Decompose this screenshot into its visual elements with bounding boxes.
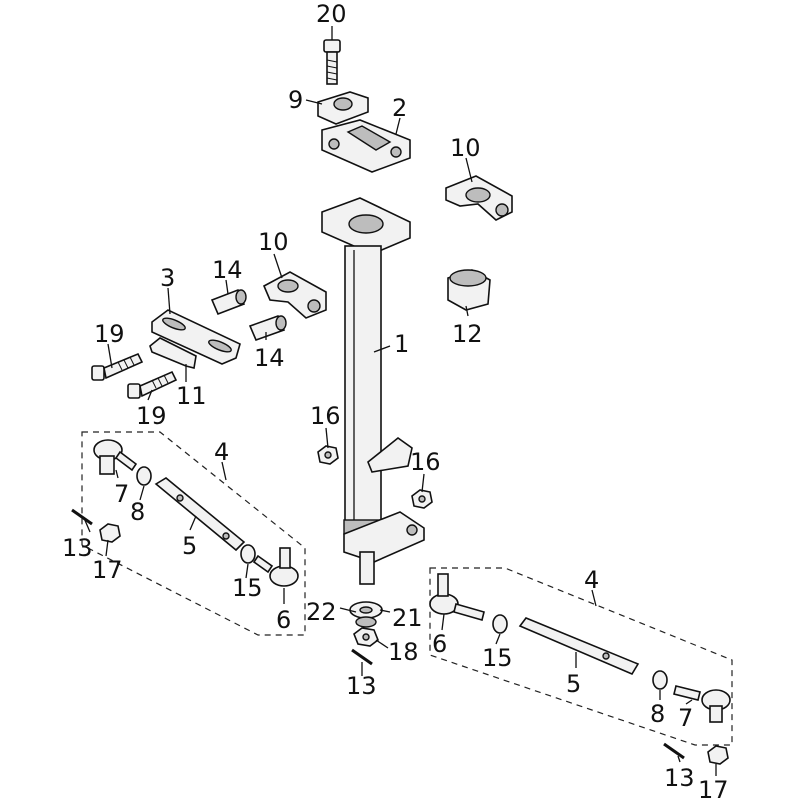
nut-8-left xyxy=(136,466,152,486)
callout-16-right: 16 xyxy=(410,448,441,476)
plate-3 xyxy=(151,309,241,365)
bushing-12 xyxy=(447,269,491,311)
pin-14-lower xyxy=(248,314,287,342)
tie-rod-5-left xyxy=(154,477,246,552)
nut-18 xyxy=(353,627,379,647)
washer-22 xyxy=(355,616,377,628)
nut-16-left xyxy=(317,445,339,465)
callout-17-right: 17 xyxy=(698,776,729,800)
callout-12: 12 xyxy=(452,320,483,348)
nut-17-right xyxy=(707,745,729,765)
bolt-19-lower xyxy=(127,370,178,399)
callout-11: 11 xyxy=(176,382,207,410)
callout-19-lower: 19 xyxy=(136,402,167,430)
tie-rod-group-left-outline xyxy=(81,431,306,636)
nut-17-left xyxy=(99,523,121,543)
callout-8-right: 8 xyxy=(650,700,665,728)
callout-21: 21 xyxy=(392,604,423,632)
callout-15-right: 15 xyxy=(482,644,513,672)
callout-22: 22 xyxy=(306,598,337,626)
callout-14-lower: 14 xyxy=(254,344,285,372)
callout-9: 9 xyxy=(288,86,303,114)
callout-16-left: 16 xyxy=(310,402,341,430)
bolt-19-upper xyxy=(91,352,144,381)
steering-column-1 xyxy=(321,197,425,585)
callout-5-left: 5 xyxy=(182,532,197,560)
nut-8-right xyxy=(652,670,668,690)
washer-21 xyxy=(349,601,383,619)
callout-19-upper: 19 xyxy=(94,320,125,348)
callout-10-left: 10 xyxy=(258,228,289,256)
callout-10-right: 10 xyxy=(450,134,481,162)
callout-7-left: 7 xyxy=(114,480,129,508)
callout-7-right: 7 xyxy=(678,704,693,732)
cotter-pin-13-center xyxy=(351,648,373,666)
pin-14-upper xyxy=(210,288,247,316)
callout-15-left: 15 xyxy=(232,574,263,602)
nut-16-right xyxy=(411,489,433,509)
clamp-10-left xyxy=(262,271,327,319)
callout-3: 3 xyxy=(160,264,175,292)
bolt-20 xyxy=(323,39,341,85)
callout-17-left: 17 xyxy=(92,556,123,584)
tie-rod-end-6-left xyxy=(252,547,299,587)
tie-rod-end-6-right xyxy=(429,573,485,621)
callout-8-left: 8 xyxy=(130,498,145,526)
tie-rod-5-right xyxy=(518,617,640,676)
callout-18: 18 xyxy=(388,638,419,666)
nut-15-right xyxy=(492,614,508,634)
cotter-pin-13-left xyxy=(71,508,93,526)
cotter-pin-13-right xyxy=(663,742,685,760)
bracket-11 xyxy=(149,337,197,369)
callout-13-center: 13 xyxy=(346,672,377,700)
clamp-10-right xyxy=(445,175,513,221)
callout-5-right: 5 xyxy=(566,670,581,698)
nut-15-left xyxy=(240,544,256,564)
clamp-9 xyxy=(317,91,369,125)
callout-4-right: 4 xyxy=(584,566,599,594)
callout-4-left: 4 xyxy=(214,438,229,466)
tie-rod-end-7-left xyxy=(93,439,138,475)
callout-13-right: 13 xyxy=(664,764,695,792)
callout-6-left: 6 xyxy=(276,606,291,634)
tie-rod-end-7-right xyxy=(673,685,731,723)
bracket-2 xyxy=(321,119,411,173)
callout-2: 2 xyxy=(392,94,407,122)
callout-13-left: 13 xyxy=(62,534,93,562)
callout-6-right: 6 xyxy=(432,630,447,658)
callout-1: 1 xyxy=(394,330,409,358)
callout-20: 20 xyxy=(316,0,347,28)
callout-14-upper: 14 xyxy=(212,256,243,284)
leader-lines xyxy=(83,26,717,776)
